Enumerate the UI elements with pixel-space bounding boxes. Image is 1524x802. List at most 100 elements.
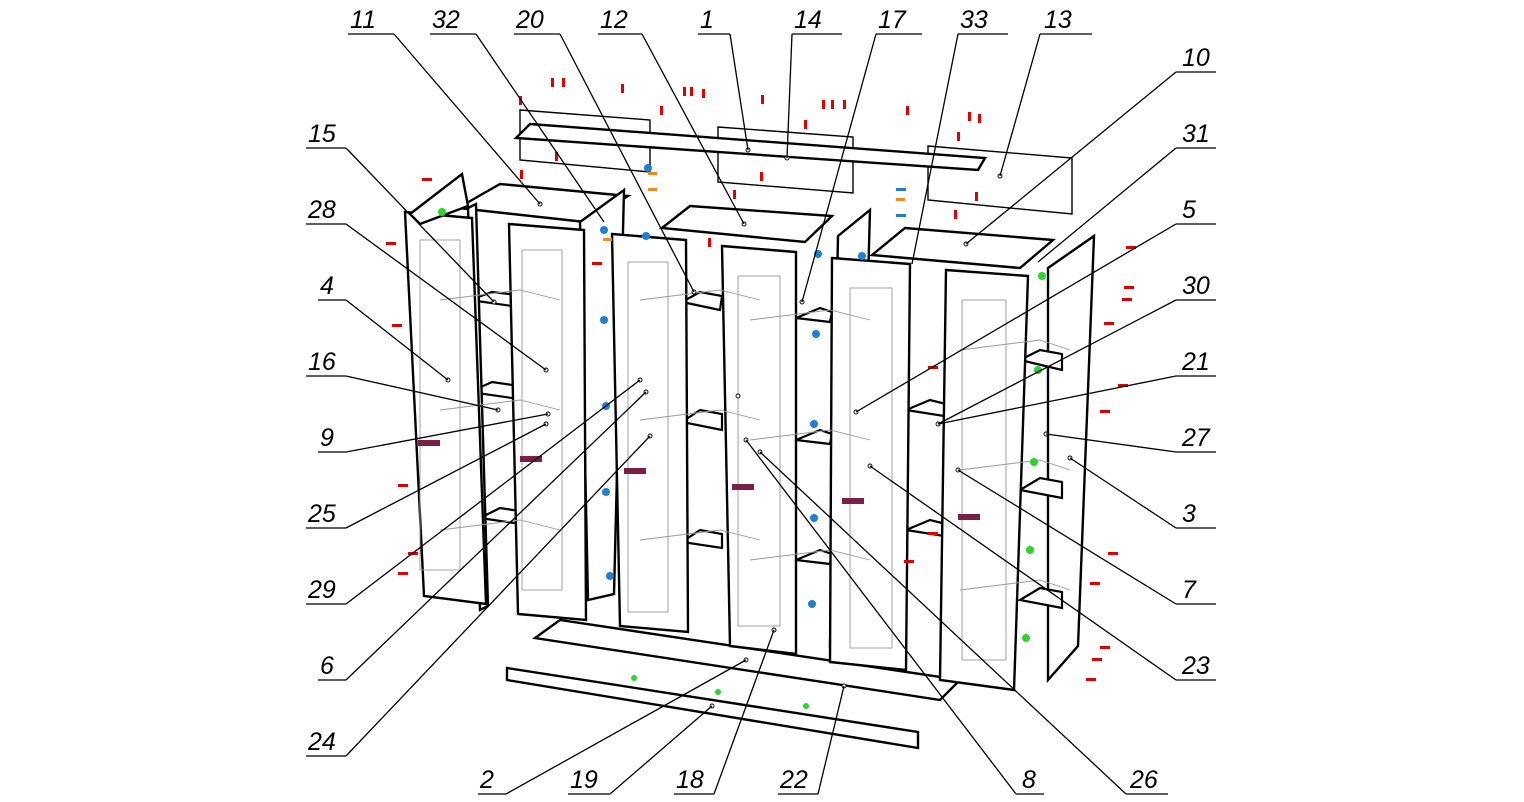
door-handles xyxy=(418,440,980,520)
callout-leader-line xyxy=(609,705,713,795)
callout-label: 24 xyxy=(307,728,336,756)
callout-leader-line xyxy=(393,33,541,205)
callout-label: 8 xyxy=(1022,766,1036,794)
callout-leader-line xyxy=(965,71,1177,245)
callout-label: 29 xyxy=(307,576,336,604)
callout-10: 10 xyxy=(965,44,1216,245)
cornice-rail xyxy=(513,122,988,172)
callout-4: 4 xyxy=(318,272,449,381)
callout-leader-line xyxy=(999,33,1041,177)
callout-leader-line xyxy=(869,465,1177,681)
callout-3: 3 xyxy=(1069,457,1216,529)
callout-label: 14 xyxy=(794,6,822,34)
callout-label: 1 xyxy=(700,6,714,34)
callout-20: 20 xyxy=(514,6,695,293)
callout-label: 33 xyxy=(960,6,988,34)
door-panel-2 xyxy=(507,222,588,622)
callout-17: 17 xyxy=(801,6,922,303)
callout-leader-line xyxy=(345,375,499,411)
callout-leader-line xyxy=(345,147,495,303)
top-lid-center xyxy=(658,204,835,244)
callout-leader-line xyxy=(345,413,549,453)
callout-leader-line xyxy=(817,685,845,795)
callout-label: 7 xyxy=(1182,576,1197,604)
cabinet-parts xyxy=(386,78,1136,750)
callout-label: 30 xyxy=(1182,272,1210,300)
callout-1: 1 xyxy=(698,6,749,151)
callout-label: 4 xyxy=(320,272,334,300)
callout-leader-line xyxy=(937,299,1177,425)
callout-19: 19 xyxy=(568,705,713,795)
callout-9: 9 xyxy=(318,413,549,453)
callout-label: 10 xyxy=(1182,44,1210,72)
fasteners-orange xyxy=(603,172,905,241)
callout-leader-line xyxy=(345,379,641,605)
callout-leader-line xyxy=(345,299,449,381)
callout-27: 27 xyxy=(1045,424,1216,453)
door-panel-3 xyxy=(610,232,690,634)
callout-30: 30 xyxy=(937,272,1216,425)
callout-label: 5 xyxy=(1182,196,1196,224)
callout-33: 33 xyxy=(911,6,1008,265)
callout-leader-line xyxy=(345,435,651,757)
callout-leader-line xyxy=(475,33,605,223)
callout-leader-line xyxy=(786,33,793,159)
callout-label: 2 xyxy=(479,766,494,794)
callout-leader-line xyxy=(801,33,877,303)
callout-leader-line xyxy=(345,391,647,681)
callout-label: 26 xyxy=(1129,766,1158,794)
callout-leader-line xyxy=(729,33,749,151)
callout-7: 7 xyxy=(957,469,1216,605)
callout-label: 19 xyxy=(570,766,598,794)
callout-label: 16 xyxy=(308,348,336,376)
callout-leader-line xyxy=(1037,147,1177,263)
callout-leader-line xyxy=(1069,457,1177,529)
callout-14: 14 xyxy=(786,6,842,159)
callout-leader-line xyxy=(505,659,747,795)
callout-13: 13 xyxy=(999,6,1092,177)
callout-24: 24 xyxy=(306,435,651,757)
callout-label: 11 xyxy=(350,6,376,34)
callout-23: 23 xyxy=(869,465,1216,681)
fasteners-blue xyxy=(600,164,906,608)
door-panel-6 xyxy=(938,268,1030,692)
top-lid-left xyxy=(454,182,632,224)
callout-15: 15 xyxy=(306,120,495,303)
fasteners-green xyxy=(438,208,1046,709)
callout-label: 12 xyxy=(600,6,628,34)
callout-label: 22 xyxy=(779,766,808,794)
callout-leader-line xyxy=(759,451,1127,795)
callout-22: 22 xyxy=(778,685,845,795)
callout-leader-line xyxy=(855,223,1177,413)
callout-label: 32 xyxy=(432,6,460,34)
callout-label: 25 xyxy=(307,500,336,528)
door-panel-1 xyxy=(403,210,488,606)
callout-32: 32 xyxy=(430,6,605,223)
callout-5: 5 xyxy=(855,196,1216,413)
callout-2: 2 xyxy=(478,659,747,795)
callout-16: 16 xyxy=(306,348,499,411)
fasteners-red xyxy=(386,78,1136,681)
hidden-lines xyxy=(419,239,1071,661)
callout-label: 13 xyxy=(1044,6,1072,34)
callout-28: 28 xyxy=(306,196,547,371)
callout-6: 6 xyxy=(318,391,647,681)
callout-label: 18 xyxy=(676,766,704,794)
callout-26: 26 xyxy=(759,451,1168,795)
callout-leader-line xyxy=(957,469,1177,605)
callout-label: 6 xyxy=(320,652,334,680)
callout-leader-line xyxy=(641,33,745,225)
callout-leader-line xyxy=(559,33,695,293)
callout-label: 31 xyxy=(1182,120,1210,148)
callout-18: 18 xyxy=(674,629,775,795)
callout-25: 25 xyxy=(306,423,547,529)
callout-leader-line xyxy=(1045,433,1177,453)
callout-label: 3 xyxy=(1182,500,1196,528)
callout-leader-line xyxy=(345,423,547,529)
callout-29: 29 xyxy=(306,379,641,605)
callout-label: 17 xyxy=(878,6,907,34)
callout-label: 9 xyxy=(320,424,334,452)
